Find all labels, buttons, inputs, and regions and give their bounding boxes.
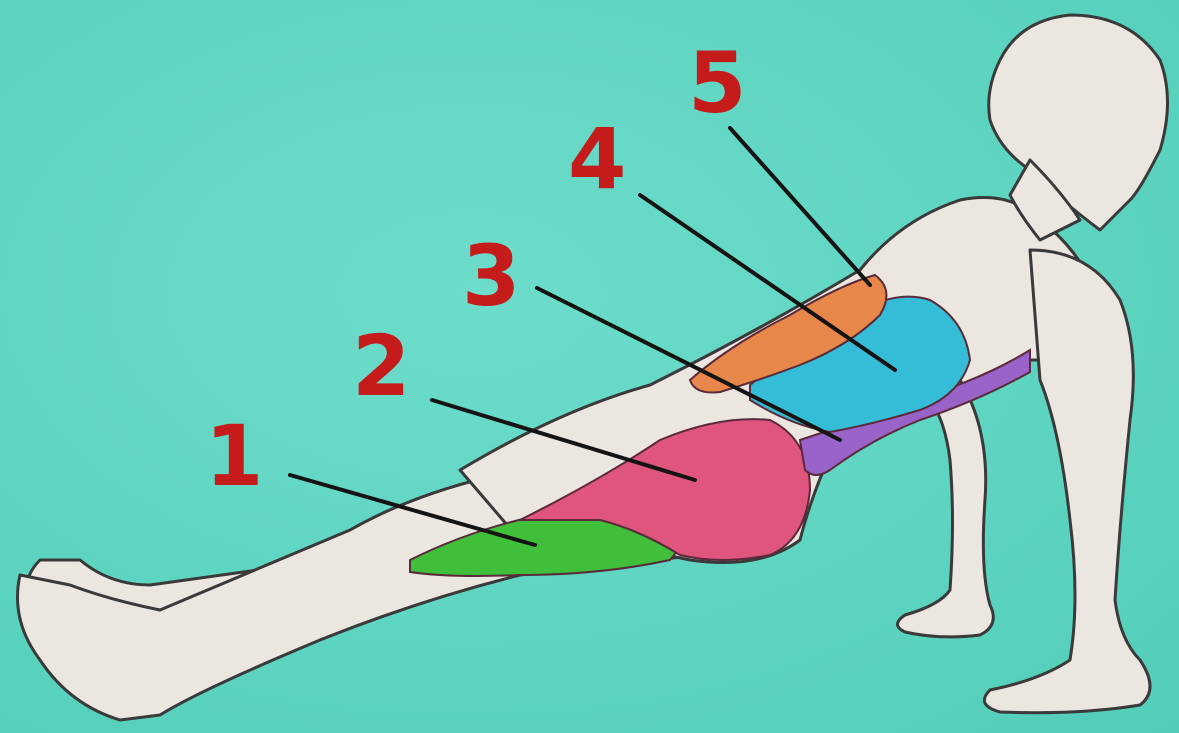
label-1: 1 — [205, 407, 263, 505]
label-3: 3 — [462, 227, 520, 325]
label-5: 5 — [688, 34, 746, 132]
leader-line-5 — [730, 128, 870, 285]
label-4: 4 — [568, 110, 626, 208]
label-2: 2 — [352, 317, 410, 415]
